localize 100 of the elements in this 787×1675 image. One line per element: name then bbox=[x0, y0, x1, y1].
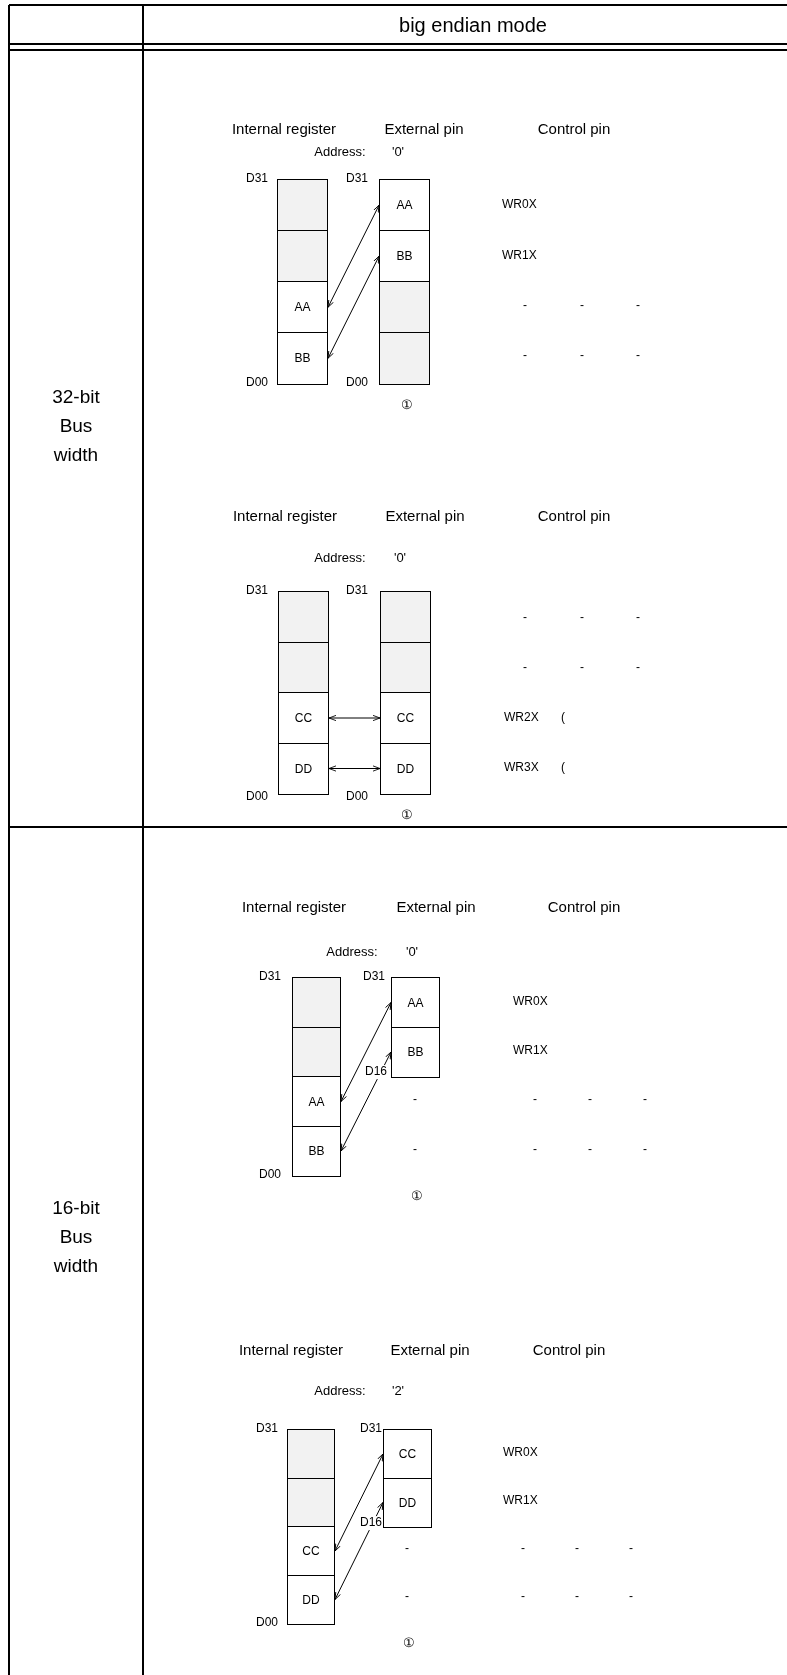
byte-value: AA bbox=[396, 198, 413, 213]
bit-label: D00 bbox=[246, 376, 268, 390]
bit-label: D00 bbox=[256, 1616, 278, 1630]
byte-value: AA bbox=[294, 300, 311, 315]
address-value: '0' bbox=[391, 144, 405, 160]
dash: - bbox=[580, 611, 584, 625]
register-cell bbox=[391, 1026, 440, 1078]
register-cell bbox=[292, 1125, 341, 1177]
dash: - bbox=[629, 1542, 633, 1556]
unused-cell bbox=[380, 641, 431, 694]
byte-value: DD bbox=[398, 1495, 417, 1510]
byte-value: CC bbox=[398, 1447, 417, 1461]
unused-cell bbox=[292, 1026, 341, 1078]
register-cell bbox=[379, 179, 430, 232]
byte-value: BB bbox=[308, 1144, 325, 1158]
bit-label: D31 bbox=[246, 172, 268, 186]
signal-label: WR1X bbox=[503, 1494, 538, 1508]
signal-label: WR2X bbox=[504, 711, 539, 725]
register-cell bbox=[287, 1574, 335, 1625]
dash: - bbox=[575, 1542, 579, 1556]
unused-cell bbox=[380, 591, 431, 643]
bit-label: D31 bbox=[360, 1422, 382, 1436]
byte-value: AA bbox=[407, 995, 424, 1010]
column-header: External pin bbox=[390, 1341, 470, 1359]
byte-value: BB bbox=[396, 249, 413, 264]
clipped-text: ( bbox=[561, 761, 565, 775]
register-cell bbox=[379, 230, 430, 283]
column-header: Control pin bbox=[537, 507, 611, 525]
dash: - bbox=[643, 1143, 647, 1157]
bit-label: D31 bbox=[346, 172, 368, 186]
byte-value: CC bbox=[294, 711, 313, 725]
bit-label: D31 bbox=[346, 584, 368, 598]
byte-value: CC bbox=[302, 1544, 320, 1558]
dash: - bbox=[636, 661, 640, 675]
address-value: '2' bbox=[391, 1383, 405, 1399]
dash: - bbox=[575, 1590, 579, 1604]
signal-label: WR1X bbox=[513, 1044, 548, 1058]
byte-value: CC bbox=[396, 711, 415, 725]
register-cell bbox=[380, 742, 431, 795]
column-header: External pin bbox=[384, 120, 464, 138]
column-header: External pin bbox=[385, 507, 465, 525]
address-label: Address: bbox=[326, 944, 378, 960]
signal-label: WR0X bbox=[502, 198, 537, 212]
register-cell bbox=[278, 692, 329, 744]
register-cell bbox=[391, 977, 440, 1028]
circled-number: ① bbox=[401, 807, 413, 823]
table-header: big endian mode bbox=[399, 13, 547, 37]
byte-value: DD bbox=[294, 761, 313, 776]
column-header: Internal register bbox=[231, 120, 337, 138]
bit-label: D00 bbox=[259, 1168, 281, 1182]
signal-label: WR1X bbox=[502, 249, 537, 263]
dash: - bbox=[629, 1590, 633, 1604]
bit-label: D16 bbox=[359, 1516, 383, 1530]
dash: - bbox=[580, 349, 584, 363]
unused-cell bbox=[379, 332, 430, 385]
byte-value: DD bbox=[396, 761, 415, 776]
clipped-text: ( bbox=[561, 711, 565, 725]
column-header: Control pin bbox=[547, 898, 621, 916]
dash: - bbox=[521, 1590, 525, 1604]
circled-number: ① bbox=[403, 1635, 415, 1651]
dash: - bbox=[523, 611, 527, 625]
unused-cell bbox=[278, 591, 329, 643]
unused-cell bbox=[277, 179, 328, 232]
dash: - bbox=[413, 1093, 417, 1107]
signal-label: WR0X bbox=[513, 995, 548, 1009]
circled-number: ① bbox=[411, 1188, 423, 1204]
byte-value: DD bbox=[302, 1592, 320, 1607]
dash: - bbox=[533, 1093, 537, 1107]
dash: - bbox=[643, 1093, 647, 1107]
signal-label: WR3X bbox=[504, 761, 539, 775]
dash: - bbox=[533, 1143, 537, 1157]
address-label: Address: bbox=[314, 1383, 366, 1399]
byte-value: BB bbox=[294, 351, 311, 366]
double-arrow bbox=[340, 1002, 392, 1102]
unused-cell bbox=[287, 1429, 335, 1479]
double-arrow bbox=[334, 1453, 384, 1552]
dash: - bbox=[636, 611, 640, 625]
dash: - bbox=[580, 661, 584, 675]
byte-value: AA bbox=[308, 1094, 325, 1109]
double-arrow bbox=[328, 765, 381, 772]
dash: - bbox=[580, 299, 584, 313]
register-cell bbox=[287, 1526, 335, 1576]
address-label: Address: bbox=[314, 144, 366, 160]
address-value: '0' bbox=[393, 550, 407, 566]
column-header: Internal register bbox=[238, 1341, 344, 1359]
dash: - bbox=[521, 1542, 525, 1556]
register-cell bbox=[277, 332, 328, 385]
row-header: 32-bit Bus width bbox=[51, 384, 101, 467]
unused-cell bbox=[379, 281, 430, 334]
dash: - bbox=[523, 661, 527, 675]
register-cell bbox=[278, 742, 329, 795]
dash: - bbox=[405, 1590, 409, 1604]
row-header: 16-bit Bus width bbox=[51, 1195, 101, 1278]
bit-label: D31 bbox=[246, 584, 268, 598]
column-header: External pin bbox=[396, 898, 476, 916]
dash: - bbox=[588, 1093, 592, 1107]
signal-label: WR0X bbox=[503, 1446, 538, 1460]
double-arrow bbox=[327, 255, 380, 359]
address-label: Address: bbox=[314, 550, 366, 566]
bit-label: D31 bbox=[256, 1422, 278, 1436]
